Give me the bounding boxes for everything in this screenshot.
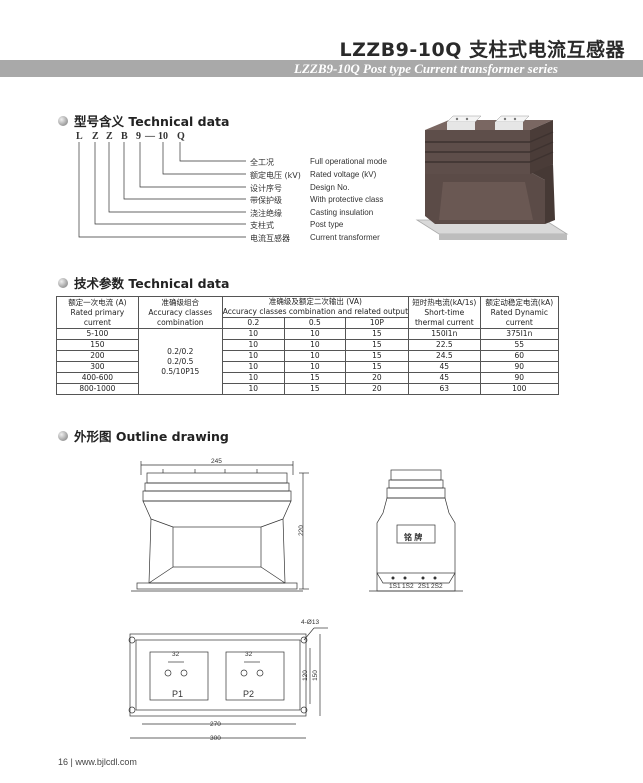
terminal-label: 2S2 [431, 583, 443, 590]
model-letter: 10 [158, 131, 168, 142]
page-title: LZZB9-10Q 支柱式电流互感器 [339, 39, 625, 61]
header-sub-02: 0.2 [221, 317, 285, 329]
dim-base-outer: 150 [311, 670, 319, 681]
code-desc-cn: 电流互感器 [250, 234, 290, 243]
code-desc-en: Post type [310, 220, 344, 229]
model-letter: Z [92, 131, 99, 142]
header-output: 准确级及额定二次输出 (VA) Accuracy classes combina… [221, 296, 410, 318]
code-desc-en: Rated voltage (kV) [310, 170, 377, 179]
terminal-label: 1S2 [402, 583, 414, 590]
header-thermal-current: 短时热电流(kA/1s) Short-time thermal current [408, 296, 481, 329]
code-desc-cn: 额定电压 (kV) [250, 171, 301, 180]
footer-url[interactable]: www.bjlcdl.com [75, 757, 137, 767]
code-desc-cn: 设计序号 [250, 184, 282, 193]
section-heading-outline: 外形图 Outline drawing [58, 426, 229, 445]
model-letter: — [145, 131, 155, 142]
table-row: 150 10 10 15 22.5 55 [56, 339, 560, 351]
table-row: 800-1000 10 15 20 63 100 [56, 383, 560, 395]
bullet-icon [58, 115, 68, 126]
code-desc-en: Casting insulation [310, 208, 374, 217]
header-primary-current: 额定一次电流 (A) Rated primary current [56, 296, 139, 329]
code-desc-cn: 全工况 [250, 158, 274, 167]
class-combo-cell: 0.2/0.2 0.2/0.5 0.5/10P15 [137, 328, 223, 395]
section-heading-model-text: 型号含义 Technical data [74, 114, 230, 129]
dim-base-inner: 120 [301, 670, 309, 681]
dim-base-w2: 300 [210, 735, 221, 742]
header-sub-10p: 10P [344, 317, 410, 329]
model-letter: B [121, 131, 128, 142]
header-accuracy-classes: 准确级组合 Accuracy classes combination [137, 296, 223, 329]
front-view-drawing [131, 461, 309, 592]
table-row: 5-100 0.2/0.2 0.2/0.5 0.5/10P15 10 10 15… [56, 328, 560, 395]
bullet-icon [58, 430, 68, 441]
header-dynamic-current: 额定动稳定电流(kA) Rated Dynamic current [479, 296, 560, 329]
dim-holes: 4-Ø13 [301, 619, 320, 626]
page-subtitle: LZZB9-10Q Post type Current transformer … [294, 61, 558, 76]
title-bar [0, 60, 643, 77]
product-photo [415, 115, 569, 240]
model-letter: L [76, 131, 83, 142]
side-view-drawing [369, 469, 463, 592]
dim-p-spacing-1: 32 [172, 651, 180, 658]
plan-view-drawing [128, 627, 328, 739]
page-footer: 16 | www.bjlcdl.com [58, 757, 137, 767]
label-p2: P2 [243, 689, 255, 699]
header-sub-05: 0.5 [283, 317, 346, 329]
terminal-label: 1S1 [389, 583, 401, 590]
model-letter: Q [177, 131, 185, 142]
model-letter: Z [106, 131, 113, 142]
dim-front-width: 245 [211, 458, 222, 465]
spec-table: 额定一次电流 (A) Rated primary current 准确级组合 A… [56, 296, 560, 395]
label-p1: P1 [172, 689, 184, 699]
code-desc-cn: 支柱式 [250, 221, 274, 230]
section-heading-outline-text: 外形图 Outline drawing [74, 429, 229, 444]
bullet-icon [58, 277, 68, 288]
table-row: 200 10 10 15 24.5 60 [56, 350, 560, 362]
section-heading-tech-text: 技术参数 Technical data [74, 276, 230, 291]
section-heading-tech: 技术参数 Technical data [58, 273, 229, 292]
page-number: 16 [58, 757, 69, 767]
code-desc-en: Design No. [310, 183, 350, 192]
terminal-label: 2S1 [418, 583, 430, 590]
section-heading-model: 型号含义 Technical data [58, 111, 229, 130]
footer-separator: | [70, 757, 73, 767]
table-row: 300 10 10 15 45 90 [56, 361, 560, 373]
code-desc-cn: 带保护级 [250, 196, 282, 205]
code-desc-en: With protective class [310, 195, 384, 204]
table-row: 400-600 10 15 20 45 90 [56, 372, 560, 384]
dim-base-w1: 270 [210, 721, 221, 728]
dim-p-spacing-2: 32 [245, 651, 253, 658]
nameplate-label: 铭 牌 [404, 533, 423, 542]
model-letter: 9 [136, 131, 141, 142]
model-leader-lines [78, 142, 246, 238]
dim-front-height: 220 [297, 525, 305, 536]
code-desc-en: Current transformer [310, 233, 380, 242]
code-desc-cn: 浇注绝缘 [250, 209, 282, 218]
code-desc-en: Full operational mode [310, 157, 387, 166]
